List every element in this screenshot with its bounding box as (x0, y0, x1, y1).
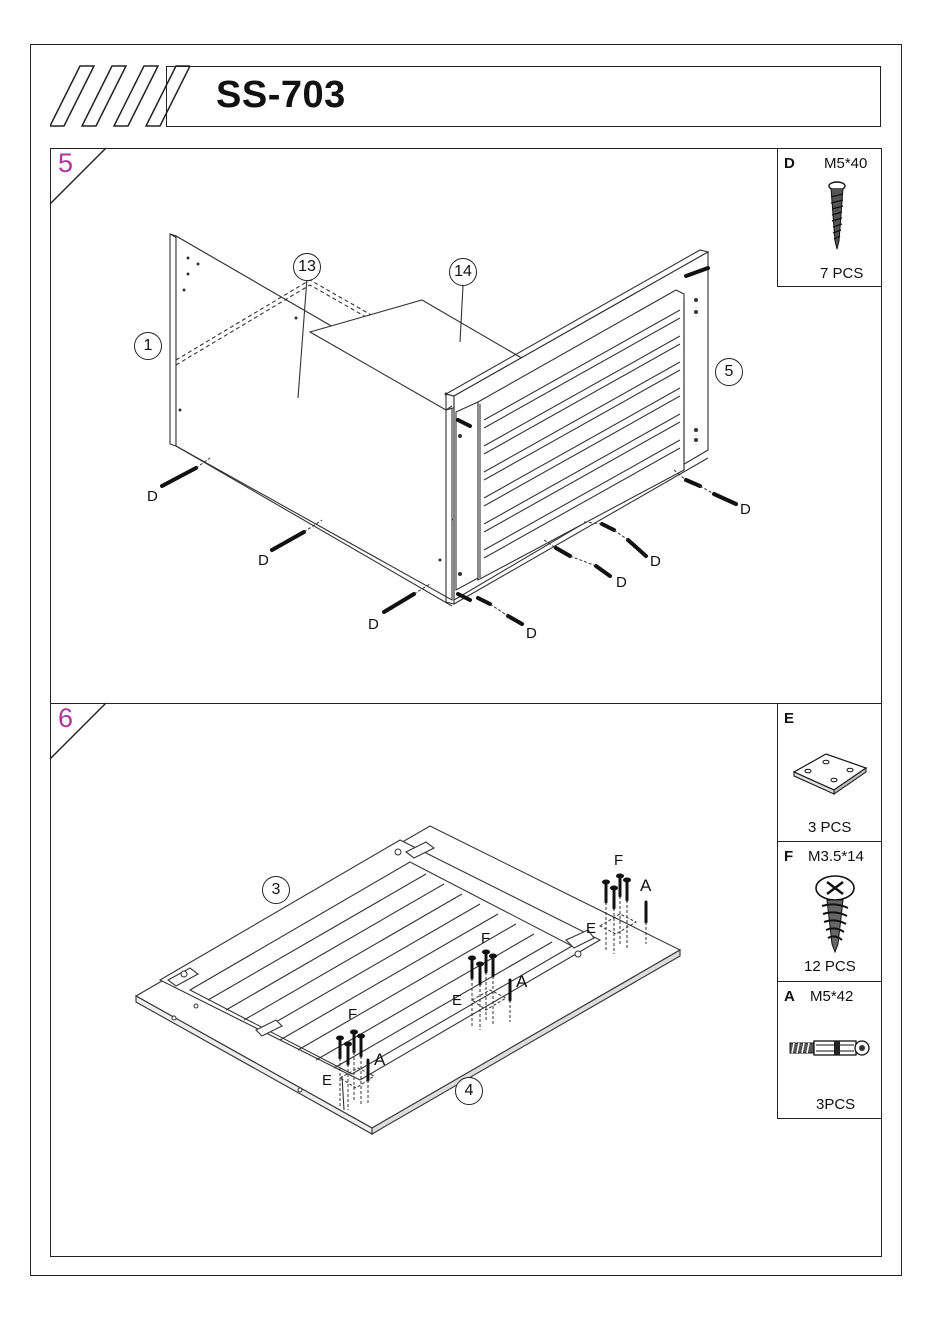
dowel-label: A (640, 876, 651, 896)
plate-label: E (452, 992, 462, 1009)
dowel-label: A (374, 1050, 385, 1070)
part-callout-3: 3 (262, 876, 290, 904)
part-callout-4: 4 (455, 1077, 483, 1105)
screw-label: F (614, 852, 623, 869)
plate-label: E (322, 1072, 332, 1089)
plate-label: E (586, 920, 596, 937)
dowel-label: A (516, 972, 527, 992)
screw-label: F (481, 930, 490, 947)
screw-label: F (348, 1006, 357, 1023)
